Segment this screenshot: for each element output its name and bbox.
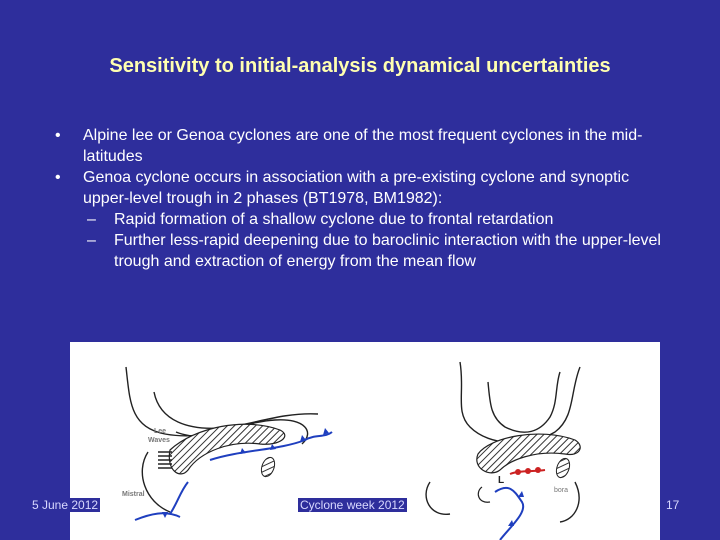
flow-line-middle [153, 391, 319, 429]
bullet-mark: • [55, 127, 61, 144]
mistral-front [134, 512, 181, 521]
dinaric-ridge-left [260, 456, 276, 478]
bullet-item: • Genoa cyclone occurs in association wi… [55, 167, 675, 209]
label-low: L [498, 475, 505, 486]
sub-bullet-text: Rapid formation of a shallow cyclone due… [114, 211, 554, 228]
flow-line-cyclone-east [559, 481, 580, 523]
mistral-front-teeth [162, 512, 168, 518]
alps-barrier-right [476, 433, 581, 474]
diagram-drawing [125, 361, 581, 540]
cold-front-right-teeth [508, 491, 524, 526]
footer-date: 5 June 2012 [30, 498, 101, 512]
footer-page-number: 17 [664, 498, 682, 512]
bullet-text: Alpine lee or Genoa cyclones are one of … [83, 127, 643, 165]
sub-bullet-item: – Rapid formation of a shallow cyclone d… [55, 209, 675, 230]
label-lee: Lee [154, 428, 167, 435]
cold-front-right [494, 486, 525, 540]
label-waves: Waves [148, 437, 170, 444]
alps-barrier-left [168, 423, 286, 475]
cold-front-left-teeth [240, 428, 329, 454]
cyclone-circulation [477, 486, 491, 503]
flow-line-trough-inner [487, 371, 561, 433]
bullet-mark: • [55, 169, 61, 186]
sub-bullet-text: Further less-rapid deepening due to baro… [114, 232, 661, 270]
flow-line-trough-outer [459, 361, 581, 444]
flow-line-cyclone-west [425, 481, 451, 515]
sub-bullet-item: – Further less-rapid deepening due to ba… [55, 230, 675, 272]
bullet-item: • Alpine lee or Genoa cyclones are one o… [55, 125, 675, 167]
slide-title: Sensitivity to initial-analysis dynamica… [109, 55, 611, 77]
sub-bullet-mark: – [87, 232, 96, 249]
cold-front-left-south [169, 481, 189, 515]
label-mistral: Mistral [122, 491, 145, 498]
label-bora: bora [554, 487, 569, 494]
warm-front-bumps [515, 467, 541, 475]
dinaric-ridge-right [555, 457, 571, 479]
lee-waves-bars [158, 451, 172, 469]
sub-bullet-mark: – [87, 211, 96, 228]
flow-line-west [141, 451, 171, 513]
footer-event: Cyclone week 2012 [298, 498, 407, 512]
slide-body: • Alpine lee or Genoa cyclones are one o… [55, 125, 675, 272]
bullet-text: Genoa cyclone occurs in association with… [83, 169, 630, 207]
